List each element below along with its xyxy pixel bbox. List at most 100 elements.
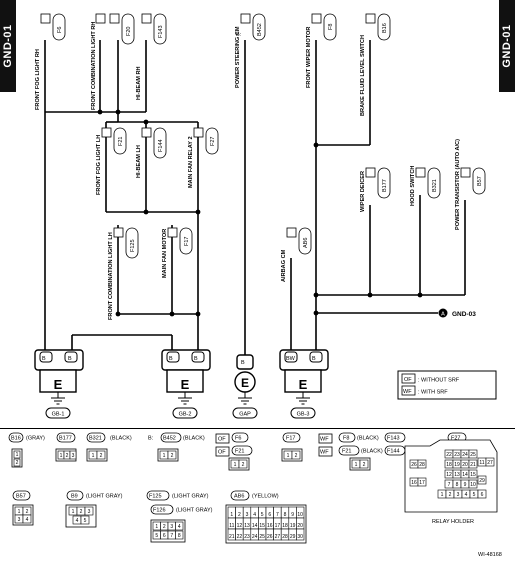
gb3-letter: E [299,377,308,392]
f27-pin-number: 2 [449,492,452,498]
ab6-pin-number: 3 [246,512,249,518]
b16-pin-cell [13,458,21,467]
f27-pin-number: 16 [411,480,417,486]
ref-f126-code: F126 [153,508,166,514]
ab6-pin-number: 9 [291,512,294,518]
b9-pin-number: 3 [88,509,91,515]
f27-pin-cell [468,479,478,489]
ref-f125-code: F125 [149,494,162,500]
ab6-pin-number: 5 [261,512,264,518]
ref-f21-code: F21 [235,449,244,455]
ref-f21b-color: (BLACK) [361,449,383,455]
b57-pin-number: 1 [18,509,21,515]
f27-pin-number: 21 [470,462,476,468]
ab6-pin-number: 22 [237,534,243,540]
gap-label: GAP [239,412,251,418]
f27-pin-cell [417,459,427,469]
f27-pin-cell [468,459,478,469]
ref-f144-code: F144 [387,449,400,455]
f27-pin-number: 4 [465,492,468,498]
legend-wf-text: : WITH SRF [418,390,448,396]
component-labels: FRONT FOG LIGHT RH FRONT COMBINATION LIG… [35,22,461,320]
gb3-label: GB-3 [297,412,310,418]
f27-pin-number: 11 [479,460,484,466]
f125-pin-number: 6 [163,533,166,539]
gnd03-letter: A [441,312,445,318]
f27-pin-number: 18 [446,462,452,468]
ref-b16-code: B16 [11,436,21,442]
b177-pin-number: 3 [72,453,75,459]
f27-pin-number: 9 [464,482,467,488]
b452-pin-number: 1 [163,453,166,459]
ref-b452-code: B452 [163,436,176,442]
ground-gb3[interactable]: E GB-3 [279,349,329,419]
f125-pin-cell [175,521,184,531]
ref-f6-code: F6 [235,436,241,442]
f17-pin-number: 2 [295,453,298,459]
ref-f125-color: (LIGHT GRAY) [172,494,209,500]
b16-pin-cell [13,450,21,459]
ab6-pin-number: 2 [238,512,241,518]
gnd03-reference[interactable]: A GND-03 [438,308,477,319]
ground-gb1[interactable]: E GB-1 [34,349,84,419]
f27-pin-number: 17 [419,480,425,486]
ab6-pin-number: 24 [252,534,258,540]
ab6-pin-number: 14 [252,523,258,529]
ab6-pin-number: 18 [282,523,288,529]
b177-pin-number: 2 [66,453,69,459]
b9-pin-cell [84,506,94,516]
f125-pin-number: 7 [170,533,173,539]
f27-pin-number: 22 [446,452,452,458]
gap-letter: E [241,376,249,390]
ground-gap[interactable]: E GAP [232,354,258,419]
label-hi-beam-lh: HI-BEAM LH [136,145,142,178]
f125-pin-number: 8 [178,533,181,539]
f125-pin-number: 1 [155,524,158,530]
gb2-letter: E [181,377,190,392]
wire-b-6: B [312,356,316,362]
ab6-pin-number: 8 [284,512,287,518]
b9-pin-number: 5 [84,518,87,524]
srf-legend: OF : WITHOUT SRF WF : WITH SRF [397,370,497,400]
wire-b-2: B [68,356,72,362]
ab6-pin-number: 19 [290,523,296,529]
wire-b-4: B [194,356,198,362]
ref-b9-code: B9 [71,494,78,500]
junction-dots [97,109,423,317]
ref-b177-code: B177 [59,436,72,442]
f17-pin-cell [291,450,301,460]
ab6-pin-number: 4 [253,512,256,518]
ref-f8-color: (BLACK) [357,436,379,442]
b452-prefix: B: [236,32,242,38]
f27-pin-cell [485,457,495,467]
b57-pin-number: 4 [26,517,29,523]
legend-of-text: : WITHOUT SRF [418,378,460,384]
section-tab-left: GND-01 [0,0,16,92]
b321-pin-cell [96,450,106,460]
ab6-pin-number: 6 [268,512,271,518]
ref-b16-color: (GRAY) [26,436,45,442]
figure-id: WI-48168 [478,552,502,558]
b16-pin-number: 1 [16,452,19,458]
f8-pin-number: 1 [355,462,358,468]
f125-pin-number: 4 [178,524,181,530]
legend-wf-code: WF [403,389,412,395]
f27-pin-number: 20 [462,462,468,468]
f27-pin-number: 25 [470,452,476,458]
f125-pin-number: 5 [155,533,158,539]
ref-f143-code: F143 [387,436,400,442]
f27-pin-number: 8 [456,482,459,488]
code-b57: B57 [477,176,483,186]
code-f27: F27 [210,137,216,146]
b452-pin-cell [167,450,177,460]
component-connectors[interactable] [40,13,486,259]
f6-pin-number: 1 [234,462,237,468]
ref-b57-code: B57 [16,494,26,500]
f27-pin-number: 19 [454,462,460,468]
ground-gb2[interactable]: E GB-2 [161,349,211,419]
ab6-pin-number: 7 [276,512,279,518]
f27-pin-number: 13 [454,472,460,478]
b177-pin-number: 1 [60,453,63,459]
